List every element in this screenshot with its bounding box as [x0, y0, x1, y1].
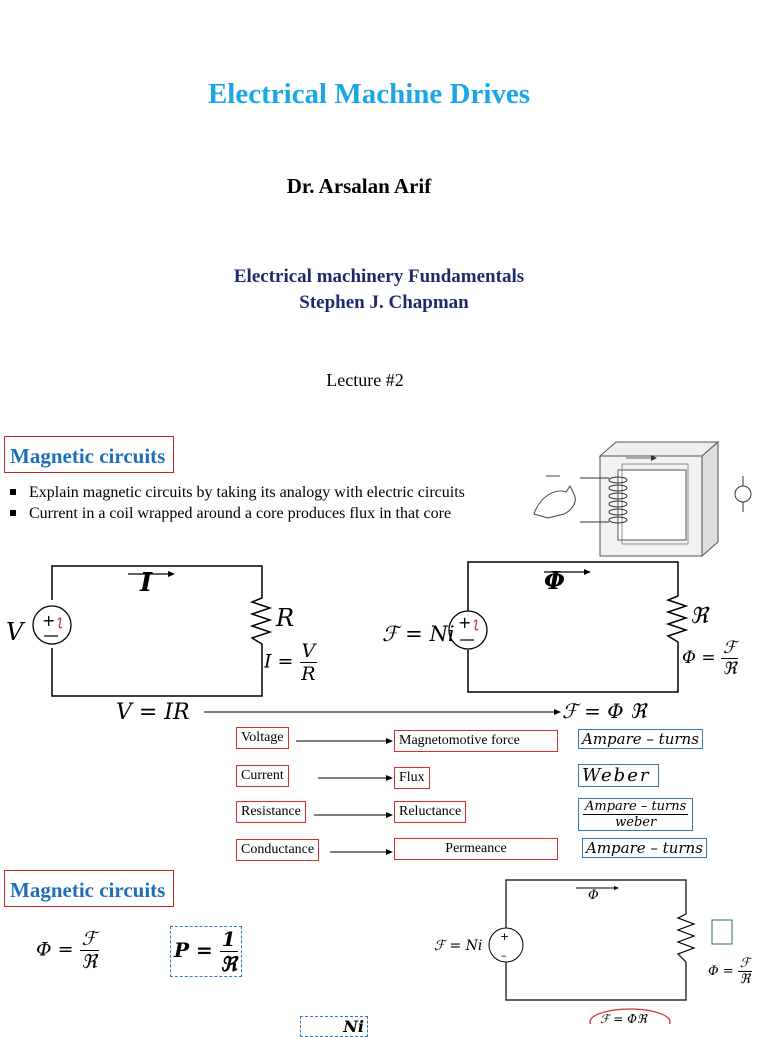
eq1-fraction: ℱ ℜ [79, 928, 99, 973]
flux-label: Φ [544, 566, 565, 595]
circuit2-source-icon [488, 927, 524, 963]
ohms-law-fraction: V R [299, 640, 318, 685]
eq1-numerator: ℱ [79, 928, 99, 951]
permeance-formula: P = 1 ℜ [170, 926, 242, 977]
eq2-fraction: 1 ℜ [219, 927, 238, 976]
analogy-electric-resistance: Resistance [236, 801, 306, 823]
circuit2-eq-fraction: ℱ ℜ [737, 956, 753, 987]
source-wave-icon [57, 617, 63, 629]
core-window [617, 469, 687, 541]
ohms-law-lhs: I = [264, 650, 294, 673]
flux-reluctance-formula: Φ = ℱ ℜ [36, 928, 99, 973]
unit-fraction-denominator: weber [615, 815, 657, 830]
circuit2-wire-top [505, 879, 687, 928]
ohms-law-formula: I = V R [264, 640, 318, 685]
analogy-magnetic-permeance: Permeance [394, 838, 558, 860]
eq2-lhs: P = [174, 938, 213, 962]
relation-highlight-ellipse [589, 1008, 671, 1024]
section-heading-magnetic-circuits: Magnetic circuits [4, 436, 175, 473]
bullet-list: Explain magnetic circuits by taking its … [6, 482, 465, 524]
circuit2-eq-lhs: Φ = [708, 964, 734, 979]
mmf-wave-icon [473, 619, 479, 631]
magnetic-core-illustration [533, 440, 752, 558]
circuit2-eq-denominator: ℜ [739, 972, 751, 987]
coil [608, 476, 628, 524]
flux-formula-numerator: ℱ [721, 638, 739, 659]
eq2-denominator: ℜ [220, 952, 237, 976]
unit-weber: Weber [578, 764, 660, 787]
mmf-label: ℱ = Ni [382, 622, 455, 646]
circuit-wire-bottom [51, 644, 263, 697]
mmf-source-symbol [734, 485, 752, 503]
ohms-law-numerator: V [299, 640, 318, 663]
circuit2-relation: ℱ = Φℜ [600, 1012, 647, 1026]
circuit2-flux-label: Φ [588, 888, 599, 903]
analogy-electric-conductance: Conductance [236, 839, 320, 861]
source-plus: + [42, 611, 55, 630]
circuit-wire-top [51, 565, 263, 600]
flux-formula-fraction: ℱ ℜ [721, 638, 739, 679]
reluctance-icon [665, 595, 689, 643]
analogy-magnetic-mmf: Magnetomotive force [394, 730, 558, 752]
voltage-source-icon [32, 605, 72, 645]
analogy-magnetic-reluctance: Reluctance [394, 801, 467, 823]
mmf-source-icon [448, 610, 488, 650]
electric-relation: V = IR [116, 700, 190, 725]
analogy-arrows [296, 738, 393, 855]
circuit2-eq-numerator: ℱ [737, 956, 753, 972]
book-author: Stephen J. Chapman [299, 292, 469, 313]
magnetic-circuit-diagram: + [448, 561, 689, 693]
eq2-numerator: 1 [219, 927, 238, 952]
lecture-number: Lecture #2 [326, 370, 404, 390]
core-side-face [701, 440, 719, 558]
source-voltage-label: V [6, 618, 24, 646]
eq1-denominator: ℜ [81, 951, 97, 973]
current-label: I [140, 568, 153, 598]
author-name: Dr. Arsalan Arif [286, 174, 432, 198]
flux-arrowhead [584, 569, 591, 575]
page-title: Electrical Machine Drives [207, 78, 531, 110]
core-top-face [598, 441, 720, 457]
reluctance-label: ℜ [690, 604, 708, 629]
bullet-item: Current in a coil wrapped around a core … [6, 503, 465, 524]
flux-formula-denominator: ℜ [722, 659, 737, 679]
book-title: Electrical machinery Fundamentals [233, 266, 525, 287]
unit-ampere-turns: Ampare – turns [578, 729, 703, 749]
resistor-icon [249, 597, 273, 645]
unit-fraction-numerator: Ampare – turns [583, 799, 689, 815]
bullet-item: Explain magnetic circuits by taking its … [6, 482, 465, 503]
analogy-electric-voltage: Voltage [236, 727, 289, 749]
circuit2-flux-arrowhead [614, 886, 619, 890]
circuit2-flux-formula: Φ = ℱ ℜ [708, 956, 753, 987]
resistor-label: R [276, 604, 295, 632]
magnetic-circuit-diagram-2: + – [488, 879, 733, 1024]
current-arrowhead [168, 571, 175, 577]
partial-formula: Ni [300, 1016, 368, 1037]
section-heading-magnetic-circuits-2: Magnetic circuits [4, 870, 175, 907]
ohms-law-denominator: R [301, 663, 316, 685]
unit-ampere-turns-permeance: Ampare – turns [582, 838, 707, 858]
svg-text:–: – [501, 949, 507, 962]
reluctance-highlight-box [711, 919, 733, 945]
svg-text:+: + [500, 930, 509, 943]
analogy-magnetic-flux: Flux [394, 767, 430, 789]
analogy-electric-current: Current [236, 765, 289, 787]
mmf-source-plus: + [458, 613, 471, 632]
unit-fraction: Ampare – turns weber [583, 799, 689, 830]
eq1-lhs: Φ = [36, 938, 74, 961]
flux-path [621, 463, 689, 545]
flux-formula-lhs: Φ = [682, 648, 716, 668]
flux-arrowhead [651, 455, 657, 461]
circuit2-wire-bottom [505, 962, 687, 1001]
circuit2-reluctance-icon [676, 913, 696, 963]
electric-circuit-diagram: + [32, 565, 273, 697]
hand-icon [533, 485, 576, 519]
unit-ampere-turns-per-weber: Ampare – turns weber [578, 798, 694, 831]
relation-arrow [204, 709, 561, 715]
mag-wire-top [467, 561, 679, 616]
magnetic-relation: ℱ = Φ ℜ [562, 699, 647, 723]
flux-formula: Φ = ℱ ℜ [682, 638, 739, 679]
mag-wire-bottom [467, 642, 679, 693]
circuit2-source-label: ℱ = Ni [434, 938, 483, 954]
